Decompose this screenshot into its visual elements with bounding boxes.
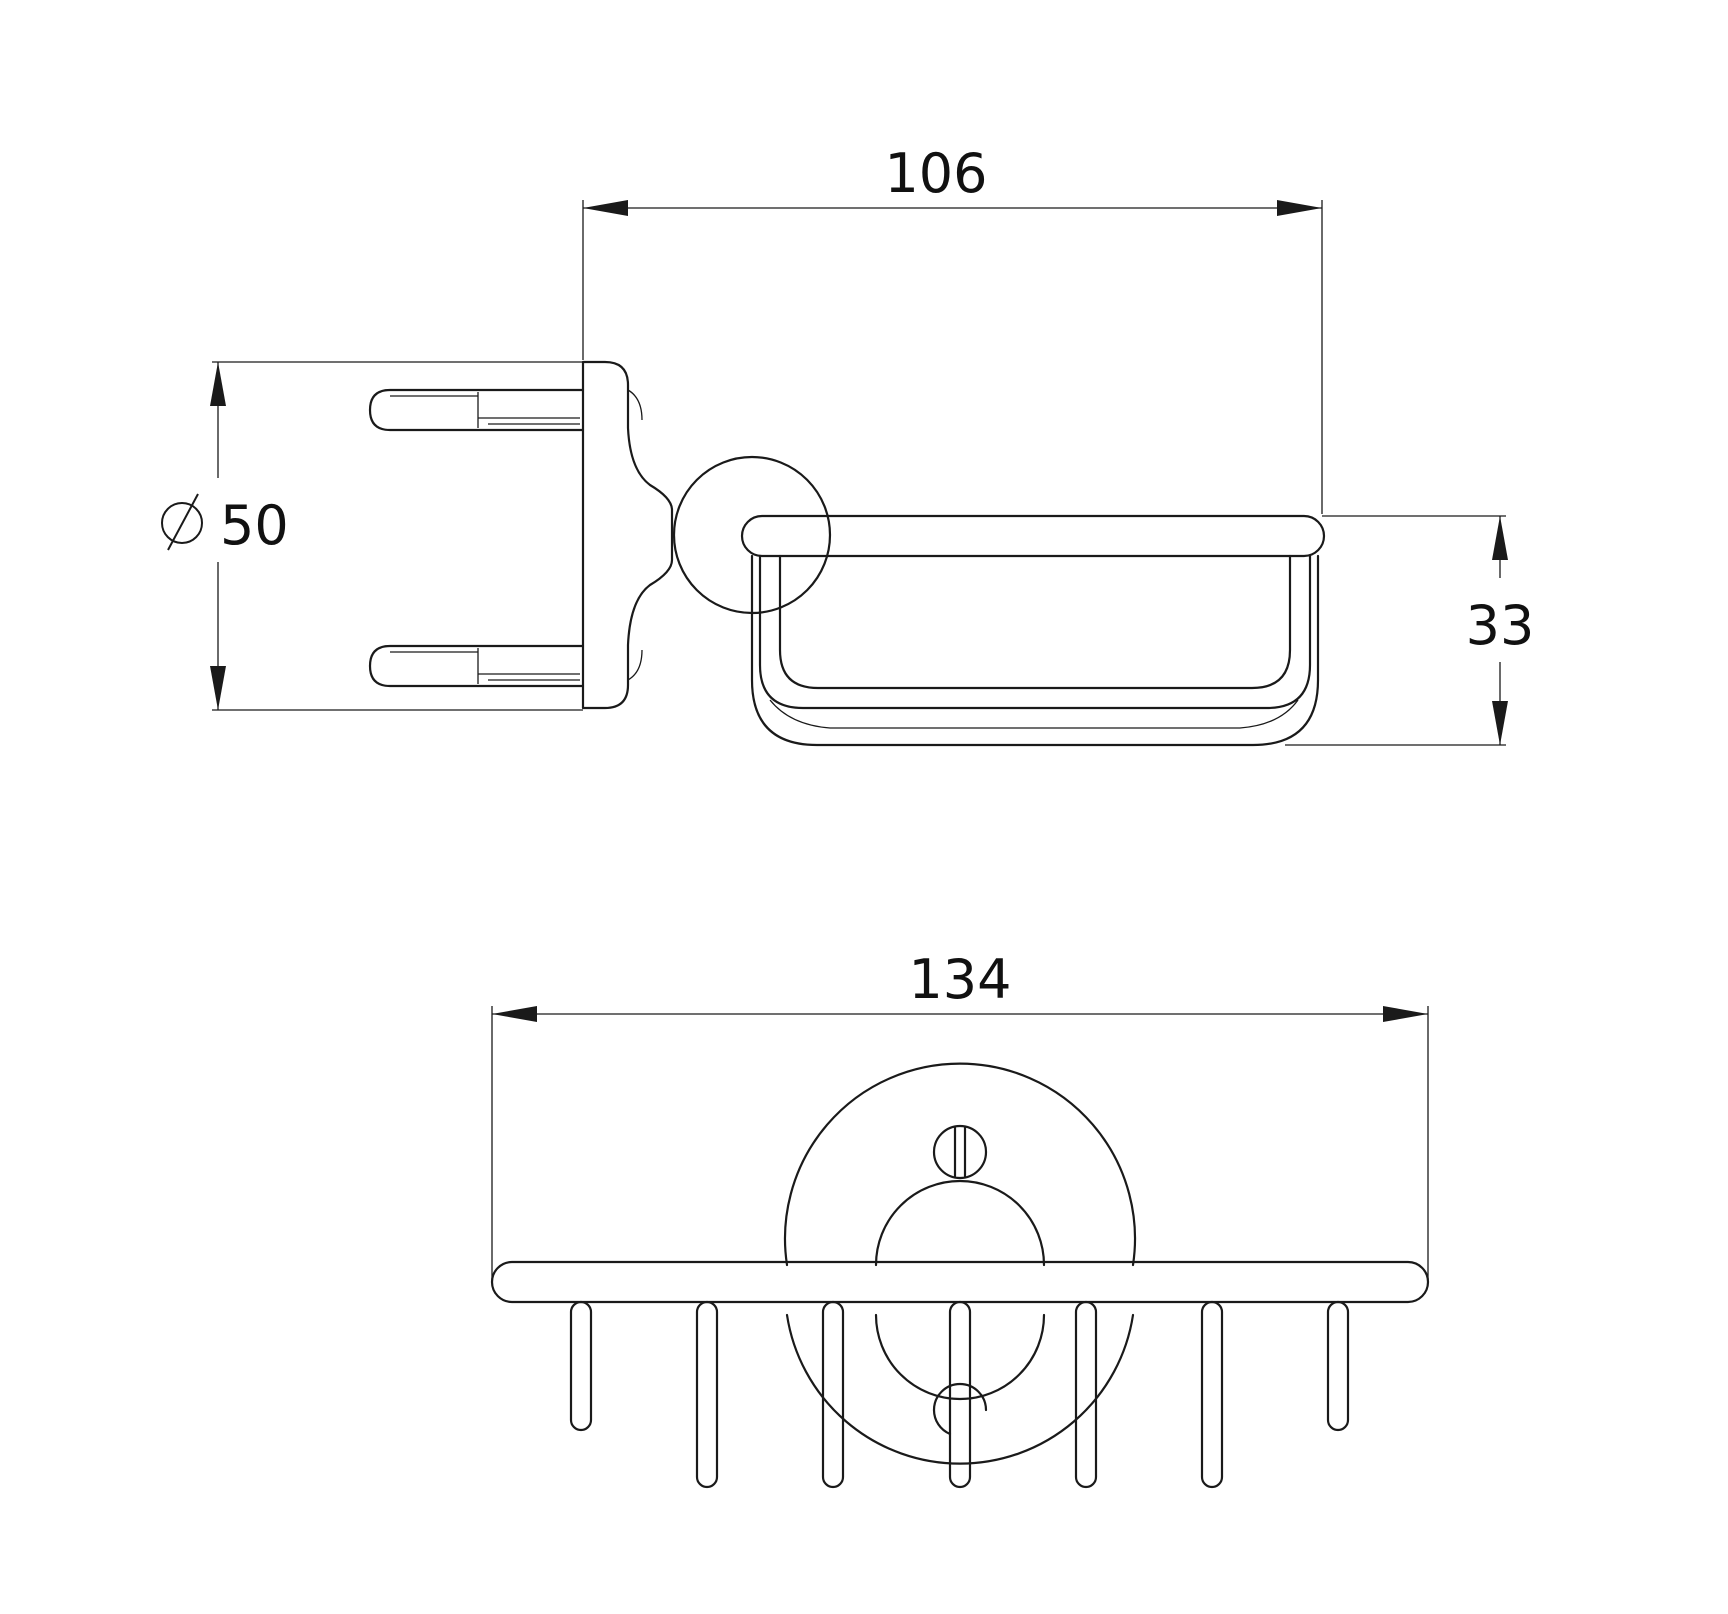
dimension-height-label: 33 [1466, 594, 1535, 657]
basket-wire-2 [695, 1300, 719, 1489]
screw-bottom [932, 1382, 988, 1436]
dimension-width-bottom-label: 134 [908, 948, 1011, 1011]
basket-front-rail [490, 1260, 1430, 1304]
wall-plate [581, 360, 674, 710]
diameter-symbol [161, 493, 203, 551]
basket-wires [569, 1300, 1350, 1489]
wall-rosette-lower [785, 1313, 1135, 1465]
dimension-width-top-label: 106 [884, 142, 987, 205]
basket-wire-outer-2 [769, 699, 1299, 729]
dimension-diameter: 50 [161, 361, 583, 711]
basket-wire-4 [948, 1300, 972, 1489]
screw-top [932, 1124, 988, 1180]
dimension-diameter-label: 50 [220, 494, 289, 557]
wall-plate-rim [627, 389, 643, 681]
wall-rosette [783, 1062, 1137, 1267]
basket-wire-7 [1326, 1300, 1350, 1432]
basket-wire-3 [821, 1300, 845, 1489]
front-view [490, 1062, 1430, 1489]
basket-wire-6 [1200, 1300, 1224, 1489]
basket-wire-outer [750, 554, 1320, 747]
dimension-width-bottom: 134 [491, 948, 1429, 1280]
basket-wire-5 [1074, 1300, 1098, 1489]
dimension-height: 33 [1285, 515, 1535, 746]
rosette-inner-ring [874, 1179, 1046, 1267]
wall-plug-upper [368, 388, 585, 432]
basket-wire-middle [758, 554, 1312, 710]
side-view [368, 360, 1326, 747]
dimension-width-top: 106 [582, 142, 1323, 514]
basket-wire-inner [778, 554, 1292, 690]
basket-wire-1 [569, 1300, 593, 1432]
wall-plug-lower [368, 644, 585, 688]
basket-top-rail [740, 514, 1326, 558]
rosette-inner-ring-lower [874, 1313, 1046, 1401]
